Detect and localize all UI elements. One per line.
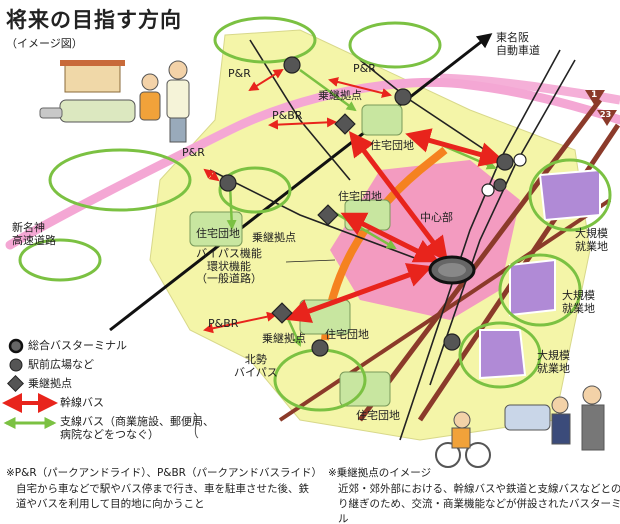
legend-trunk-bus: 幹線バス [60,396,104,409]
label-employment-3: 大規模 就業地 [537,349,570,375]
label-pr-2: P&R [353,62,376,75]
label-housing-5: 住宅団地 [356,409,400,422]
route-1-road [358,98,602,422]
note-pr-title: ※P&R（パークアンドライド）、P&BR（パークアンドバスライド） [6,467,323,479]
ring-road [5,77,620,250]
label-center: 中心部 [420,211,453,224]
label-shin-meishin: 新名神 高速道路 [12,221,56,247]
label-housing-3: 住宅団地 [196,227,240,240]
label-transfer-hub-left: 乗継拠点 [252,231,296,244]
note-hub-body: 近郊・郊外部における、幹線バスや鉄道と支線バスなどとの乗 り継ぎのため、交流・商… [338,483,620,524]
label-pbr-2: P&BR [208,317,239,330]
higashi-meihan-expressway [109,33,493,332]
note-pr-body: 自宅から車などで駅やバス停まで行き、車を駐車させた後、鉄 道やバスを利用して目的… [16,483,310,511]
station-nodes [219,56,514,357]
legend-feeder-bus: 支線バス（商業施設、郵便局、 病院などをつなぐ） [60,415,214,441]
hokusei-bypass-road [278,198,612,422]
people-illustration [435,385,605,468]
route-23-sign [597,110,617,126]
employment-area-2 [509,258,556,317]
route-1-sign [585,90,605,106]
label-transfer-hub-top: 乗継拠点 [318,89,362,102]
label-housing-2: 住宅団地 [338,190,382,203]
label-higashi-meihan: 東名阪 自動車道 [496,31,540,57]
label-pr-1: P&R [228,67,251,80]
trunk-bus-arrows [285,128,505,323]
employment-area-1 [538,168,601,222]
bypass-func-pointer [285,259,336,263]
page-title: 将来の目指す方向 [6,8,182,32]
legend-transfer-hub: 乗継拠点 [28,377,72,390]
label-hokusei-bypass: 北勢 バイパス [234,353,278,379]
route-23-number: 23 [600,110,612,119]
transfer-hub-nodes [271,113,356,324]
label-housing-1: 住宅団地 [370,139,414,152]
legend-icons [2,338,58,429]
label-bypass-function: バイパス機能 環状機能 （一般道路） [196,247,262,286]
label-transfer-hub-bottom: 乗継拠点 [262,332,306,345]
route-1-number: 1 [591,90,598,100]
note-hub-title: ※乗継拠点のイメージ [328,467,432,479]
label-employment-1: 大規模 就業地 [575,227,608,253]
label-pr-3: P&R [182,146,205,159]
page-subtitle: （イメージ図） [6,37,83,50]
station-illustration [39,60,190,143]
label-housing-4: 住宅団地 [325,328,369,341]
legend-station-plaza: 駅前広場など [28,358,94,371]
white-station-nodes [481,153,527,197]
feeder-bus-loops [18,16,612,412]
label-pbr-1: P&BR [272,109,303,122]
label-employment-2: 大規模 就業地 [562,289,595,315]
legend-bus-terminal: 総合バスターミナル [28,339,127,352]
housing-block-1 [361,104,403,136]
employment-area-3 [479,329,527,380]
pr-arrows [203,68,392,334]
